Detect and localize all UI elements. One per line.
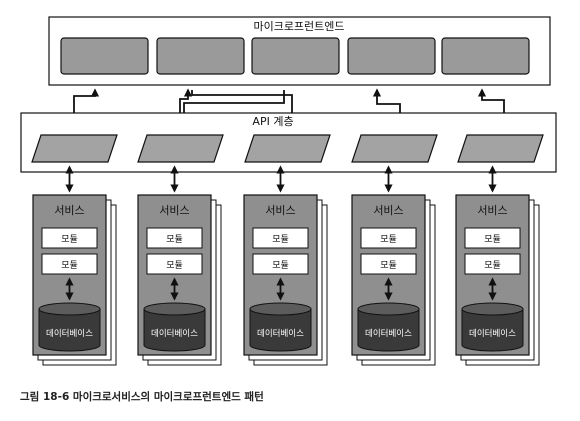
frontend-part xyxy=(347,37,436,75)
microfrontend-title: 마이크로프런트엔드 xyxy=(253,20,344,33)
database-label: 데이터베이스 xyxy=(365,328,412,339)
api-gateway xyxy=(31,134,118,163)
api-gateway xyxy=(244,134,331,163)
frontend-part xyxy=(251,37,340,75)
database-cylinder xyxy=(143,308,206,352)
database-cylinder xyxy=(249,308,312,352)
api-gateway xyxy=(457,134,544,163)
api-service-connectors xyxy=(65,165,497,193)
microfrontend-diagram: 마이크로프런트엔드 API 계층 서비스모듈모듈데이터베이스서비스모듈모듈데이터… xyxy=(20,16,557,366)
module-box xyxy=(41,227,98,249)
module-label: 모듈 xyxy=(272,234,289,245)
services: 서비스모듈모듈데이터베이스서비스모듈모듈데이터베이스서비스모듈모듈데이터베이스서… xyxy=(32,194,540,366)
figure-caption: 그림 18-6 마이크로서비스의 마이크로프런트엔드 패턴 xyxy=(20,391,264,403)
api-gateways xyxy=(31,134,544,163)
module-label: 모듈 xyxy=(61,234,78,245)
microfrontend-container: 마이크로프런트엔드 xyxy=(48,16,551,86)
service-title: 서비스 xyxy=(373,204,403,217)
frontend-part xyxy=(156,37,245,75)
module-label: 모듈 xyxy=(61,260,78,271)
api-gateway xyxy=(351,134,438,163)
frontend-parts xyxy=(60,37,530,75)
api-layer: API 계층 xyxy=(20,112,557,173)
module-label: 모듈 xyxy=(484,234,501,245)
service-title: 서비스 xyxy=(265,204,295,217)
module-box xyxy=(41,253,98,275)
module-box xyxy=(252,227,309,249)
frontend-part xyxy=(60,37,149,75)
module-label: 모듈 xyxy=(484,260,501,271)
database-top xyxy=(249,302,312,316)
api-layer-title: API 계층 xyxy=(252,115,293,128)
database-cylinder xyxy=(461,308,524,352)
module-box xyxy=(360,227,417,249)
module-box xyxy=(360,253,417,275)
database-cylinder xyxy=(357,308,420,352)
module-label: 모듈 xyxy=(380,260,397,271)
database-top xyxy=(461,302,524,316)
api-gateway xyxy=(137,134,224,163)
service-title: 서비스 xyxy=(477,204,507,217)
connector-fe1-gw1 xyxy=(69,88,100,130)
module-box xyxy=(146,253,203,275)
database-top xyxy=(143,302,206,316)
module-box xyxy=(464,227,521,249)
database-label: 데이터베이스 xyxy=(257,328,304,339)
database-label: 데이터베이스 xyxy=(469,328,516,339)
service-title: 서비스 xyxy=(159,204,189,217)
database-label: 데이터베이스 xyxy=(46,328,93,339)
service-title: 서비스 xyxy=(54,204,84,217)
module-box xyxy=(252,253,309,275)
database-top xyxy=(357,302,420,316)
module-label: 모듈 xyxy=(166,234,183,245)
module-label: 모듈 xyxy=(380,234,397,245)
module-box xyxy=(464,253,521,275)
module-box xyxy=(146,227,203,249)
database-cylinder xyxy=(38,308,101,352)
module-label: 모듈 xyxy=(272,260,289,271)
database-label: 데이터베이스 xyxy=(151,328,198,339)
connector-fe2-gw3 xyxy=(191,90,297,130)
database-top xyxy=(38,302,101,316)
module-label: 모듈 xyxy=(166,260,183,271)
frontend-part xyxy=(441,37,530,75)
